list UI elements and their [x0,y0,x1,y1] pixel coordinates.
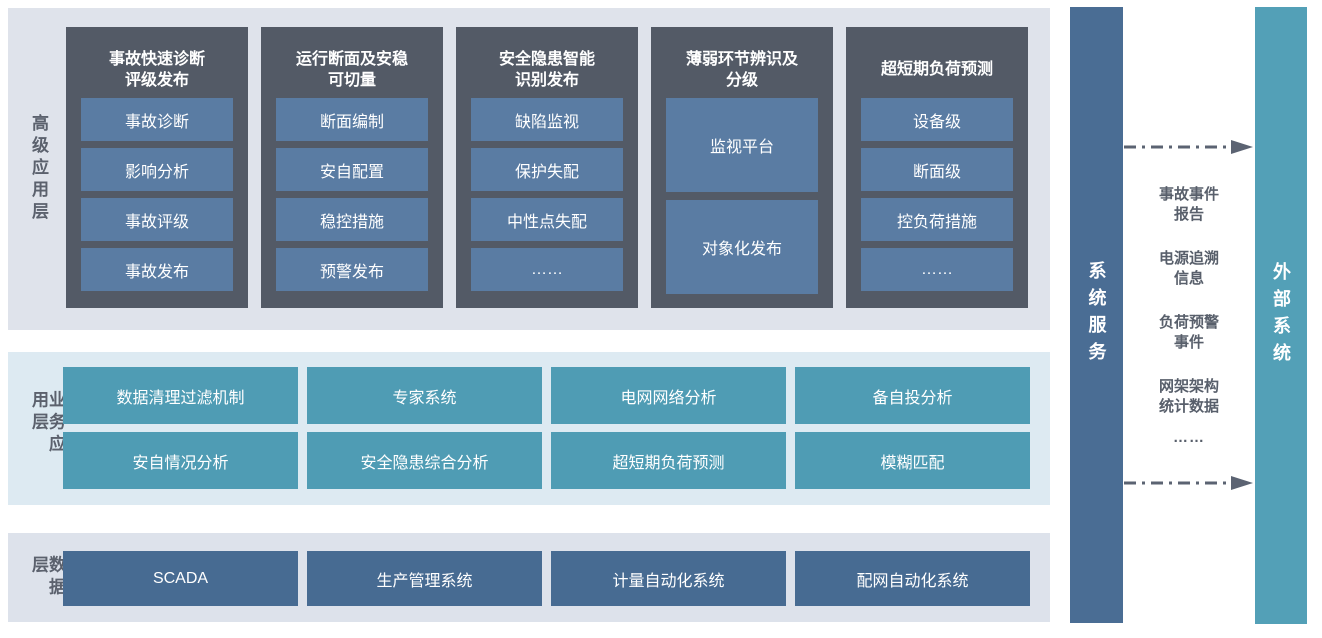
app-item: 控负荷措施 [861,198,1013,241]
system-services-bar: 系统服务 [1070,7,1123,623]
business-box: 电网网络分析 [551,367,786,424]
advanced-application-layer: 高级应用层 事故快速诊断 评级发布 事故诊断 影响分析 事故评级 事故发布 运行… [8,8,1050,330]
app-item: 稳控措施 [276,198,428,241]
app-group-title: 安全隐患智能 识别发布 [498,50,595,89]
data-source-box: SCADA [63,551,298,606]
app-item: 缺陷监视 [471,98,623,141]
business-box: 模糊匹配 [795,432,1030,489]
external-systems-label: 外部系统 [1271,261,1291,370]
data-source-box: 配网自动化系统 [795,551,1030,606]
business-application-layer: 业务应用层 数据清理过滤机制 专家系统 电网网络分析 备自投分析 安自情况分析 … [8,352,1050,505]
system-services-label: 系统服务 [1086,261,1107,369]
exchange-data-item: 事故事件 报告 [1158,186,1219,223]
app-group-title: 超短期负荷预测 [880,61,993,78]
app-group-weak-link: 薄弱环节辨识及 分级 监视平台 对象化发布 [651,27,833,308]
arrow-right-icon [1124,476,1253,490]
app-group-accident-diagnosis: 事故快速诊断 评级发布 事故诊断 影响分析 事故评级 事故发布 [66,27,248,308]
app-item: 事故发布 [81,248,233,291]
business-box: 数据清理过滤机制 [63,367,298,424]
app-item: 设备级 [861,98,1013,141]
data-source-box: 计量自动化系统 [551,551,786,606]
app-item: 中性点失配 [471,198,623,241]
layer-label-business: 业务应用层 [29,390,65,457]
exchange-data-ellipsis: …… [1173,429,1205,446]
app-item: 断面编制 [276,98,428,141]
data-flow-channel: 事故事件 报告 电源追溯 信息 负荷预警 事件 网架架构 统计数据 …… [1123,7,1255,624]
business-boxes: 数据清理过滤机制 专家系统 电网网络分析 备自投分析 安自情况分析 安全隐患综合… [63,367,1030,489]
app-item: 保护失配 [471,148,623,191]
app-group-items: 缺陷监视 保护失配 中性点失配 …… [471,98,623,291]
business-box: 安自情况分析 [63,432,298,489]
app-group-items: 监视平台 对象化发布 [666,98,818,294]
app-group-load-forecast: 超短期负荷预测 设备级 断面级 控负荷措施 …… [846,27,1028,308]
app-item: 事故评级 [81,198,233,241]
app-group-hidden-danger: 安全隐患智能 识别发布 缺陷监视 保护失配 中性点失配 …… [456,27,638,308]
app-group-items: 设备级 断面级 控负荷措施 …… [861,98,1013,291]
exchange-data-item: 负荷预警 事件 [1158,314,1219,351]
app-group-operation-section: 运行断面及安稳 可切量 断面编制 安自配置 稳控措施 预警发布 [261,27,443,308]
external-systems-bar: 外部系统 [1255,7,1307,624]
app-item: 预警发布 [276,248,428,291]
data-layer: 数据层 SCADA 生产管理系统 计量自动化系统 配网自动化系统 [8,533,1050,622]
app-group-title: 事故快速诊断 评级发布 [108,50,205,89]
exchange-data-item: 电源追溯 信息 [1158,250,1219,287]
data-source-boxes: SCADA 生产管理系统 计量自动化系统 配网自动化系统 [63,551,1030,606]
layer-label-advanced: 高级应用层 [29,114,48,224]
app-group-title: 运行断面及安稳 可切量 [295,50,408,89]
app-item: …… [861,248,1013,291]
app-item: 对象化发布 [666,200,818,294]
app-item: 事故诊断 [81,98,233,141]
app-item: 影响分析 [81,148,233,191]
business-box: 专家系统 [307,367,542,424]
app-groups: 事故快速诊断 评级发布 事故诊断 影响分析 事故评级 事故发布 运行断面及安稳 … [66,27,1028,308]
business-box: 超短期负荷预测 [551,432,786,489]
app-item: …… [471,248,623,291]
app-item: 监视平台 [666,98,818,192]
exchange-data-item: 网架架构 统计数据 [1158,378,1219,415]
business-box: 备自投分析 [795,367,1030,424]
app-group-items: 事故诊断 影响分析 事故评级 事故发布 [81,98,233,291]
exchange-data-list: 事故事件 报告 电源追溯 信息 负荷预警 事件 网架架构 统计数据 …… [1123,185,1255,446]
data-source-box: 生产管理系统 [307,551,542,606]
layer-label-data: 数据层 [29,555,65,600]
app-group-title: 薄弱环节辨识及 分级 [685,50,798,89]
app-group-items: 断面编制 安自配置 稳控措施 预警发布 [276,98,428,291]
arrow-right-icon [1124,140,1253,154]
app-item: 断面级 [861,148,1013,191]
app-item: 安自配置 [276,148,428,191]
business-box: 安全隐患综合分析 [307,432,542,489]
